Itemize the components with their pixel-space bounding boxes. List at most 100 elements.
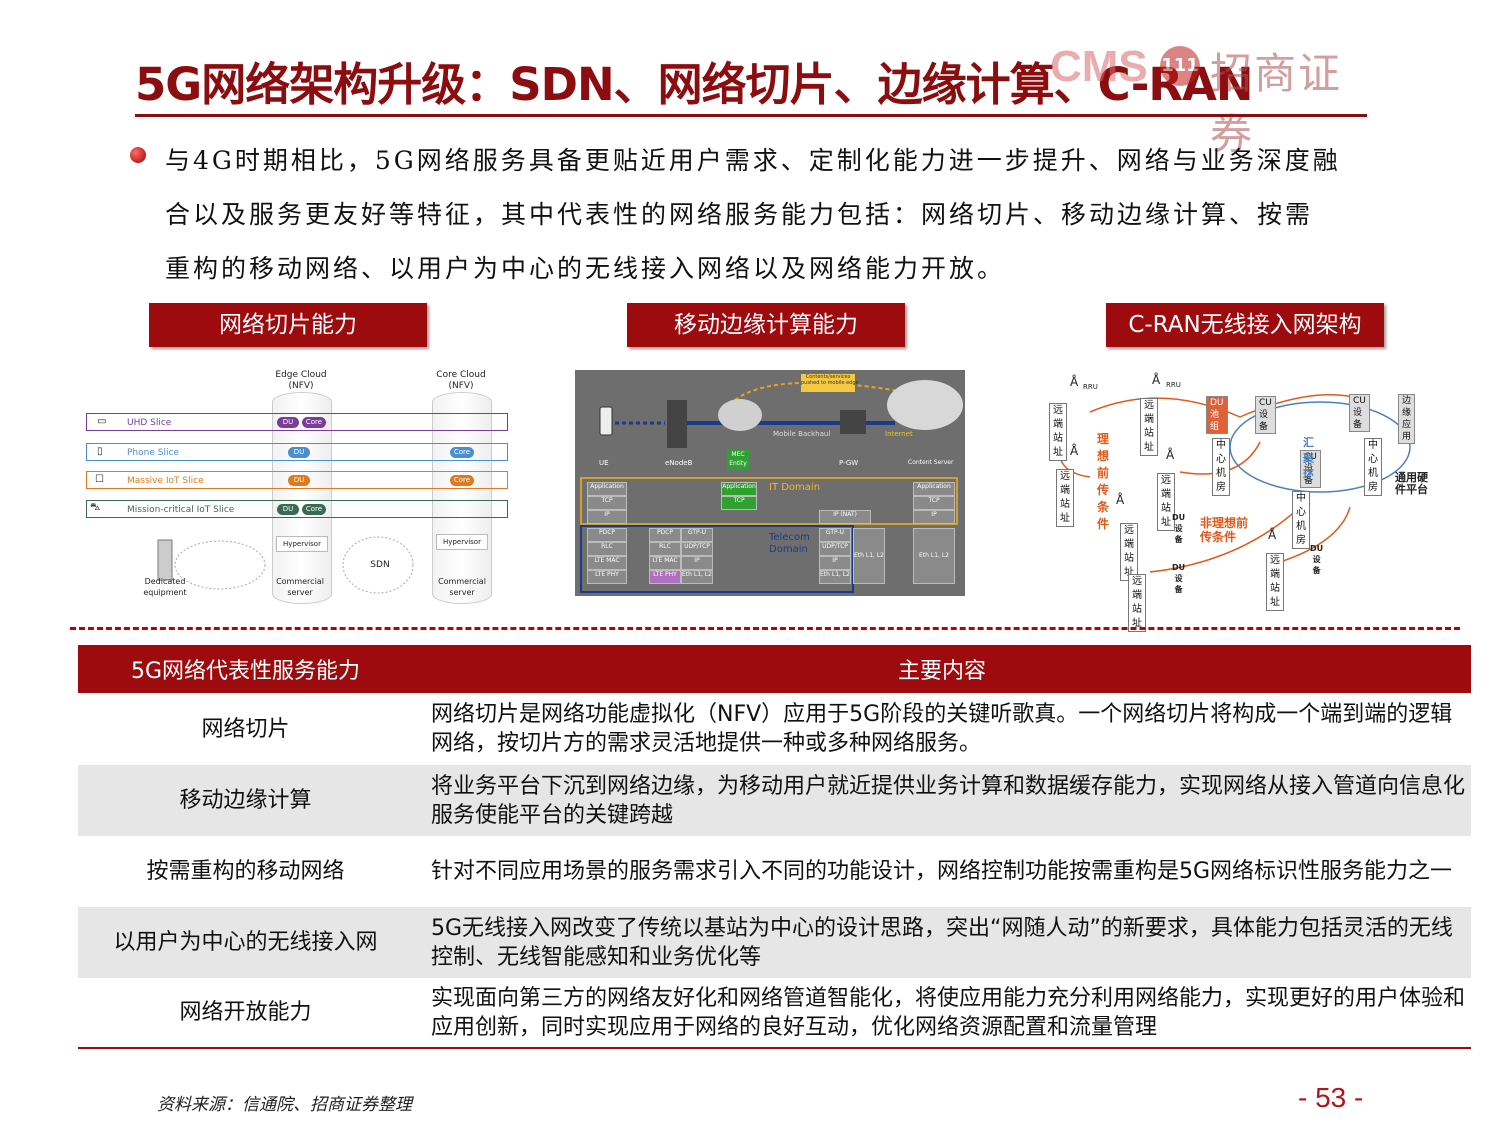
remote-site: 远端站址 xyxy=(1266,553,1284,611)
source-note: 资料来源：信通院、招商证券整理 xyxy=(157,1095,412,1115)
rru-label: RRU xyxy=(1166,381,1181,389)
ideal-fronthaul-label: 理想前传条件 xyxy=(1097,432,1110,531)
du-pill: DU xyxy=(288,447,310,458)
enodeb-label: eNodeB xyxy=(665,459,693,467)
du-pool-tag: DU池组 xyxy=(1206,396,1228,434)
table-header-row: 5G网络代表性服务能力 主要内容 xyxy=(78,645,1471,693)
stack-cell: RLC xyxy=(649,542,681,556)
slice-label: Phone Slice xyxy=(127,448,179,458)
stack-cell: GTP-U xyxy=(819,528,851,542)
row-content: 5G无线接入网改变了传统以基站为中心的设计思路，突出“网随人动”的新要求，具体能… xyxy=(413,907,1471,978)
stack-cell: LTE MAC xyxy=(587,556,627,570)
stack-cell: TCP xyxy=(913,496,955,510)
edge-cloud-label: Edge Cloud (NFV) xyxy=(275,370,327,391)
table-row: 以用户为中心的无线接入网 5G无线接入网改变了传统以基站为中心的设计思路，突出“… xyxy=(78,907,1471,978)
slice-label: Massive IoT Slice xyxy=(127,476,204,486)
du-pill: DU xyxy=(277,417,299,428)
section-label-cran: C-RAN无线接入网架构 xyxy=(1106,303,1384,347)
cu-device-tag: CU设备 xyxy=(1255,396,1276,434)
stack-cell: Eth L1, L2 xyxy=(681,570,713,584)
intro-line: 重构的移动网络、以用户为中心的无线接入网络以及网络能力开放。 xyxy=(165,254,1006,283)
stack-cell: IP xyxy=(587,510,627,524)
cu-device-tag: CU设备 xyxy=(1300,450,1321,488)
du-device-label: DU设备 xyxy=(1172,563,1186,594)
center-room: 中心机房 xyxy=(1292,491,1310,549)
logo-latin: CMS xyxy=(1050,42,1148,91)
remote-site: 远端站址 xyxy=(1056,469,1074,527)
logo-badge: 111 xyxy=(1160,46,1200,86)
section-label-mec: 移动边缘计算能力 xyxy=(627,303,905,347)
row-capability: 以用户为中心的无线接入网 xyxy=(78,907,413,978)
bullet-icon xyxy=(130,147,146,163)
stack-cell: Application xyxy=(587,482,627,496)
antenna-icon: Å xyxy=(1070,444,1079,458)
row-capability: 网络切片 xyxy=(201,716,290,742)
mec-graphics xyxy=(580,380,963,593)
logo-chinese: 招商证券 xyxy=(1210,49,1343,159)
rru-label: RRU xyxy=(1083,383,1098,391)
du-pill: DU xyxy=(288,475,310,486)
stack-cell: IP xyxy=(681,556,713,570)
table-row: 按需重构的移动网络 针对不同应用场景的服务需求引入不同的功能设计，网络控制功能按… xyxy=(78,836,1471,907)
mission-critical-slice: Mission-critical IoT Slice xyxy=(86,500,508,518)
pgw-label: P-GW xyxy=(839,459,859,467)
mec-diagram: Contents/services pushed to mobile edge … xyxy=(575,370,965,596)
edge-app-tag: 边缘应用 xyxy=(1398,394,1416,444)
massive-iot-slice: Massive IoT Slice xyxy=(86,471,508,489)
slice-label: UHD Slice xyxy=(127,418,172,428)
section-label-slicing: 网络切片能力 xyxy=(149,303,427,347)
row-capability: 按需重构的移动网络 xyxy=(146,859,345,884)
stack-cell: Application xyxy=(721,482,757,496)
stack-cell: TCP xyxy=(721,496,757,510)
core-pill: Core xyxy=(450,475,474,486)
center-room: 中心机房 xyxy=(1212,438,1230,496)
title-underline xyxy=(135,114,1367,117)
brand-logo: CMS 111 招商证券 xyxy=(1050,40,1380,159)
core-pill: Core xyxy=(302,504,326,515)
stack-cell: UDP/TCP xyxy=(819,542,851,556)
intro-line: 与4G时期相比，5G网络服务具备更贴近用户需求、定制化能力进一步提升、网络与业务… xyxy=(165,146,1341,175)
slice-label: Mission-critical IoT Slice xyxy=(127,505,235,515)
telecom-domain-label: Telecom Domain xyxy=(769,532,810,555)
ue-label: UE xyxy=(599,459,609,467)
stack-cell: PDCP xyxy=(587,528,627,542)
stack-cell: IP xyxy=(913,510,955,524)
row-capability: 网络开放能力 xyxy=(78,978,413,1049)
core-pill: Core xyxy=(450,447,474,458)
core-cloud-label: Core Cloud (NFV) xyxy=(436,370,486,391)
du-device-label: DU设备 xyxy=(1172,513,1186,544)
stack-cell: Application xyxy=(913,482,955,496)
remote-site: 远端站址 xyxy=(1157,473,1175,531)
table-row: 移动边缘计算 将业务平台下沉到网络边缘，为移动用户就近提供业务计算和数据缓存能力… xyxy=(78,765,1471,836)
remote-site: 远端站址 xyxy=(1140,398,1158,456)
row-content: 将业务平台下沉到网络边缘，为移动用户就近提供业务计算和数据缓存能力，实现网络从接… xyxy=(413,765,1471,836)
table-row: 网络开放能力 实现面向第三方的网络友好化和网络管道智能化，将使应用能力充分利用网… xyxy=(78,978,1471,1049)
stack-cell: Eth L1, L2 xyxy=(913,528,955,584)
phone-icon: ▯ xyxy=(97,446,103,457)
it-domain-label: IT Domain xyxy=(769,482,821,493)
page-number: - 53 - xyxy=(1298,1082,1364,1113)
antenna-icon: Å xyxy=(1152,373,1161,387)
antenna-icon: Å xyxy=(1116,493,1125,507)
row-content: 针对不同应用场景的服务需求引入不同的功能设计，网络控制功能按需重构是5G网络标识… xyxy=(431,859,1453,884)
cran-graphics xyxy=(1057,394,1411,573)
core-pill: Core xyxy=(302,417,326,428)
hypervisor-box: Hypervisor xyxy=(436,534,488,550)
stack-cell: RLC xyxy=(587,542,627,556)
phone-slice: Phone Slice xyxy=(86,443,508,461)
remote-site: 远端站址 xyxy=(1120,523,1138,581)
remote-site: 远端站址 xyxy=(1128,574,1146,632)
center-room: 中心机房 xyxy=(1364,438,1382,496)
intro-line: 合以及服务更友好等特征，其中代表性的网络服务能力包括：网络切片、移动边缘计算、按… xyxy=(165,200,1314,229)
capabilities-table: 5G网络代表性服务能力 主要内容 网络切片 网络切片是网络功能虚拟化（NFV）应… xyxy=(78,645,1471,1049)
stack-cell: UDP/TCP xyxy=(681,542,713,556)
stack-cell: Eth L1, L2 xyxy=(819,570,851,584)
non-ideal-fronthaul-label: 非理想前 传条件 xyxy=(1200,516,1249,544)
du-device-label: DU设备 xyxy=(1310,544,1324,575)
commercial-server-label: Commercial server xyxy=(438,577,486,597)
dedicated-equipment-label: Dedicated equipment xyxy=(143,577,187,597)
cu-device-tag: CU设备 xyxy=(1349,394,1370,432)
antenna-icon: Å xyxy=(1268,528,1277,542)
uhd-slice: UHD Slice xyxy=(86,413,508,431)
core-cloud-cylinder xyxy=(432,392,492,604)
